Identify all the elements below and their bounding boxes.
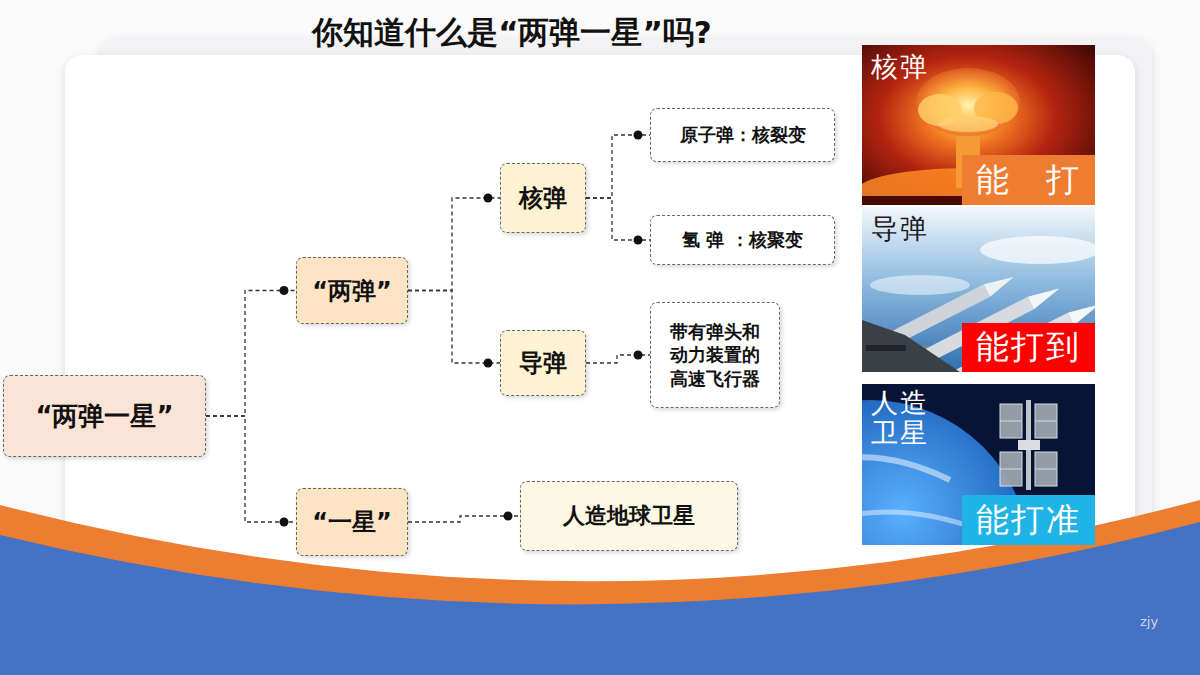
connector-line bbox=[408, 291, 500, 364]
connector-dot bbox=[484, 359, 493, 368]
caption-band: 能 打 bbox=[962, 155, 1095, 205]
watermark: zjy bbox=[1140, 614, 1158, 629]
node-text: 能 打 bbox=[976, 158, 1081, 203]
picture-panel: 人造 卫星能打准 bbox=[862, 384, 1095, 545]
detail-box: 原子弹：核裂变 bbox=[650, 108, 835, 162]
node-text: 导弹 bbox=[519, 347, 567, 379]
connector-line bbox=[586, 135, 650, 198]
node-text: “两弹” bbox=[312, 275, 392, 307]
connector-line bbox=[408, 516, 520, 522]
node-text: “一星” bbox=[312, 506, 392, 538]
node-text: “两弹一星” bbox=[35, 399, 173, 434]
explosion-picture bbox=[862, 45, 1095, 205]
node-text: 核弹 bbox=[871, 49, 1086, 85]
detail-box: 人造地球卫星 bbox=[520, 481, 738, 551]
missile-picture bbox=[862, 207, 1095, 372]
caption-band: 能打准 bbox=[962, 495, 1095, 545]
node-text: 能打准 bbox=[976, 498, 1081, 543]
category-box: “两弹” bbox=[296, 257, 408, 324]
node-text: 核弹 bbox=[519, 182, 567, 214]
node-text: 氢 弹 ：核聚变 bbox=[682, 228, 803, 252]
dashed-connector bbox=[586, 131, 650, 199]
branch-box: 核弹 bbox=[500, 163, 586, 233]
node-text: 带有弹头和动力装置的高速飞行器 bbox=[668, 320, 762, 390]
connector-dot bbox=[634, 131, 643, 140]
connector-dot bbox=[504, 512, 513, 521]
detail-box: 带有弹头和动力装置的高速飞行器 bbox=[650, 302, 780, 408]
detail-box: 氢 弹 ：核聚变 bbox=[650, 215, 835, 265]
node-text: 能打到 bbox=[976, 325, 1081, 370]
dashed-connector bbox=[586, 198, 650, 245]
caption-band: 能打到 bbox=[962, 323, 1095, 372]
connector-line bbox=[206, 291, 296, 417]
dashed-connector bbox=[586, 351, 650, 364]
connector-dot bbox=[280, 286, 289, 295]
category-box: “一星” bbox=[296, 488, 408, 556]
satellite-picture bbox=[862, 384, 1095, 545]
root-box: “两弹一星” bbox=[3, 375, 206, 457]
dashed-connector bbox=[408, 512, 520, 523]
connector-dot bbox=[634, 351, 643, 360]
node-text: 导弹 bbox=[871, 211, 1086, 247]
branch-box: 导弹 bbox=[500, 330, 586, 396]
picture-panel: 核弹能 打 bbox=[862, 45, 1095, 205]
node-text: 人造地球卫星 bbox=[563, 501, 695, 531]
dashed-connector bbox=[408, 194, 500, 291]
connector-dot bbox=[280, 518, 289, 527]
node-text: 原子弹：核裂变 bbox=[680, 123, 806, 147]
connector-line bbox=[206, 416, 296, 522]
dashed-connector bbox=[206, 416, 296, 527]
node-text: 人造 卫星 bbox=[871, 388, 936, 447]
picture-panel: 导弹能打到 bbox=[862, 207, 1095, 372]
connector-line bbox=[408, 198, 500, 291]
dashed-connector bbox=[408, 291, 500, 368]
slide-title: 你知道什么是“两弹一星”吗? bbox=[232, 12, 792, 54]
dashed-connector bbox=[206, 286, 296, 416]
connector-dot bbox=[484, 194, 493, 203]
connector-dot bbox=[634, 236, 643, 245]
connector-line bbox=[586, 198, 650, 240]
